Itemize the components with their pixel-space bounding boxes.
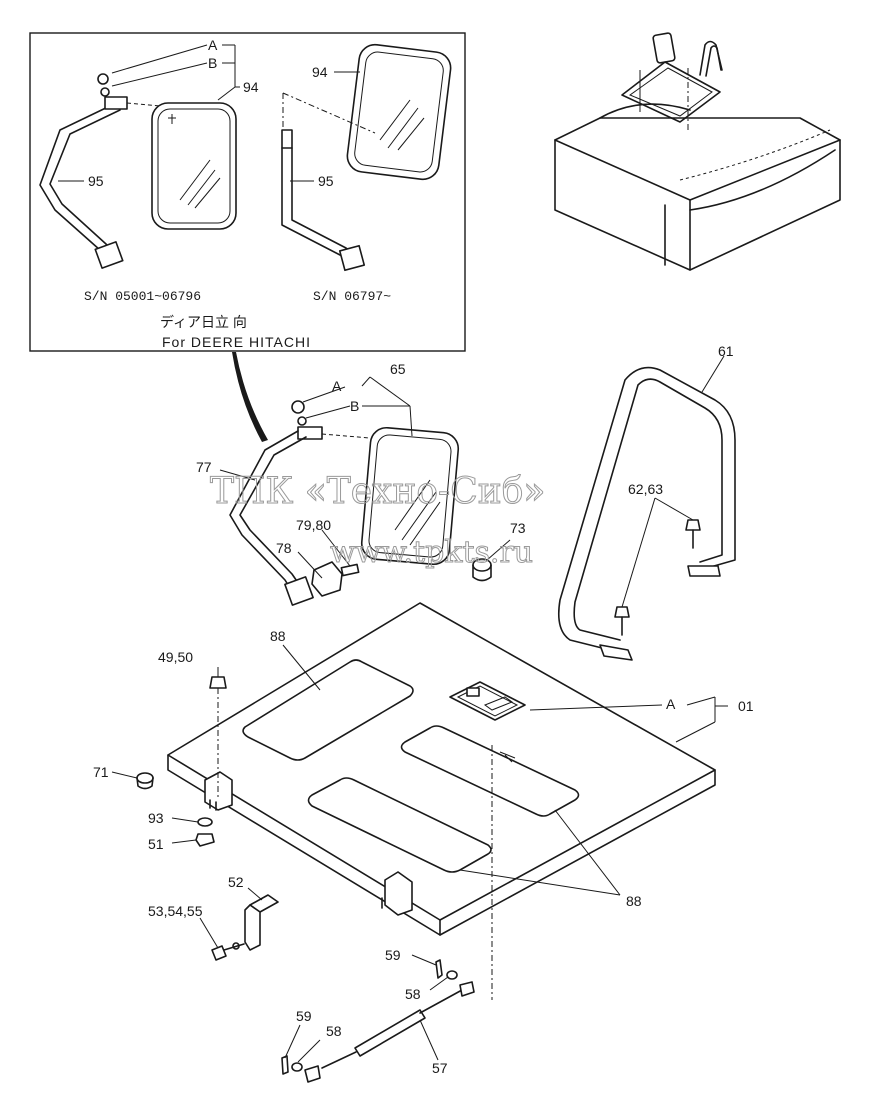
cap-73	[472, 558, 492, 582]
left-variant-mirror	[151, 102, 237, 230]
window-88-bottom	[307, 777, 492, 873]
bolt-62-63-lower	[614, 606, 630, 636]
watermark-company: ТПК «Техно-Сиб»	[210, 471, 545, 512]
callout-59-top: 59	[385, 947, 401, 963]
right-variant-mirror	[346, 43, 452, 181]
washer-93	[197, 817, 213, 827]
gas-spring-57	[304, 981, 475, 1083]
latch-a	[449, 681, 526, 721]
callout-77: 77	[196, 459, 212, 475]
inset-callout-95-right: 95	[318, 173, 334, 189]
callout-78: 78	[276, 540, 292, 556]
callout-62-63: 62,63	[628, 481, 663, 497]
handrail-61	[557, 366, 736, 661]
callout-01: 01	[738, 698, 754, 714]
leader-lines	[111, 355, 728, 1063]
callout-51: 51	[148, 836, 164, 852]
machine-overview	[554, 32, 841, 271]
nut-51	[195, 833, 215, 847]
inset-callout-94-left: 94	[243, 79, 259, 95]
mirror-arm-77	[229, 430, 299, 597]
watermark-url: www.tpkts.ru	[330, 535, 533, 570]
inset-box: A B 94 95 94 95 S/N 05001~06796 S/N 0679…	[29, 32, 466, 352]
callout-49-50: 49,50	[158, 649, 193, 665]
bracket-78	[311, 561, 360, 597]
left-variant-serial: S/N 05001~06796	[84, 289, 201, 304]
callout-b: B	[350, 398, 359, 414]
window-88-top	[242, 659, 414, 761]
stay-52	[244, 894, 279, 951]
inset-note-jp: ディア日立 向	[160, 314, 247, 330]
callout-88-top: 88	[270, 628, 286, 644]
callout-61: 61	[718, 343, 734, 359]
callout-93: 93	[148, 810, 164, 826]
window-88-right	[400, 725, 580, 817]
right-variant-serial: S/N 06797~	[313, 289, 391, 304]
inset-callout-94-right: 94	[312, 64, 328, 80]
bolt-49-50	[209, 676, 227, 800]
inset-note-en: For DEERE HITACHI	[162, 334, 311, 350]
callout-88-bottom: 88	[626, 893, 642, 909]
right-variant-mirror-arm	[281, 92, 376, 272]
washer-b	[297, 416, 307, 426]
mirror-assembly	[229, 400, 492, 606]
callout-73: 73	[510, 520, 526, 536]
callout-58-top: 58	[405, 986, 421, 1002]
washer-58-bottom	[291, 1062, 303, 1072]
cap-71	[136, 772, 154, 790]
callout-71: 71	[93, 764, 109, 780]
callout-65: 65	[390, 361, 406, 377]
callout-a: A	[332, 378, 342, 394]
inset-callout-a: A	[208, 37, 218, 53]
callout-a-panel: A	[666, 696, 676, 712]
inset-leaders	[58, 44, 360, 182]
callout-52: 52	[228, 874, 244, 890]
nut-a	[291, 400, 305, 414]
callout-53-54-55: 53,54,55	[148, 903, 203, 919]
inset-callout-b: B	[208, 55, 217, 71]
left-variant-mirror-arm	[39, 73, 161, 269]
callout-58-bottom: 58	[326, 1023, 342, 1039]
callout-57: 57	[432, 1060, 448, 1076]
callout-59-bottom: 59	[296, 1008, 312, 1024]
washer-58-top	[446, 970, 458, 980]
clip-59-bottom	[281, 1055, 289, 1075]
inset-callout-95-left: 95	[88, 173, 104, 189]
hinge-bottom	[381, 871, 413, 916]
mirror-65	[360, 426, 460, 566]
bolt-53-54-55	[211, 942, 245, 961]
callout-79-80: 79,80	[296, 517, 331, 533]
arm-clamp	[297, 426, 323, 440]
inset-pointer	[232, 352, 268, 442]
bolt-62-63-upper	[685, 519, 701, 549]
clip-59-top	[435, 959, 443, 979]
